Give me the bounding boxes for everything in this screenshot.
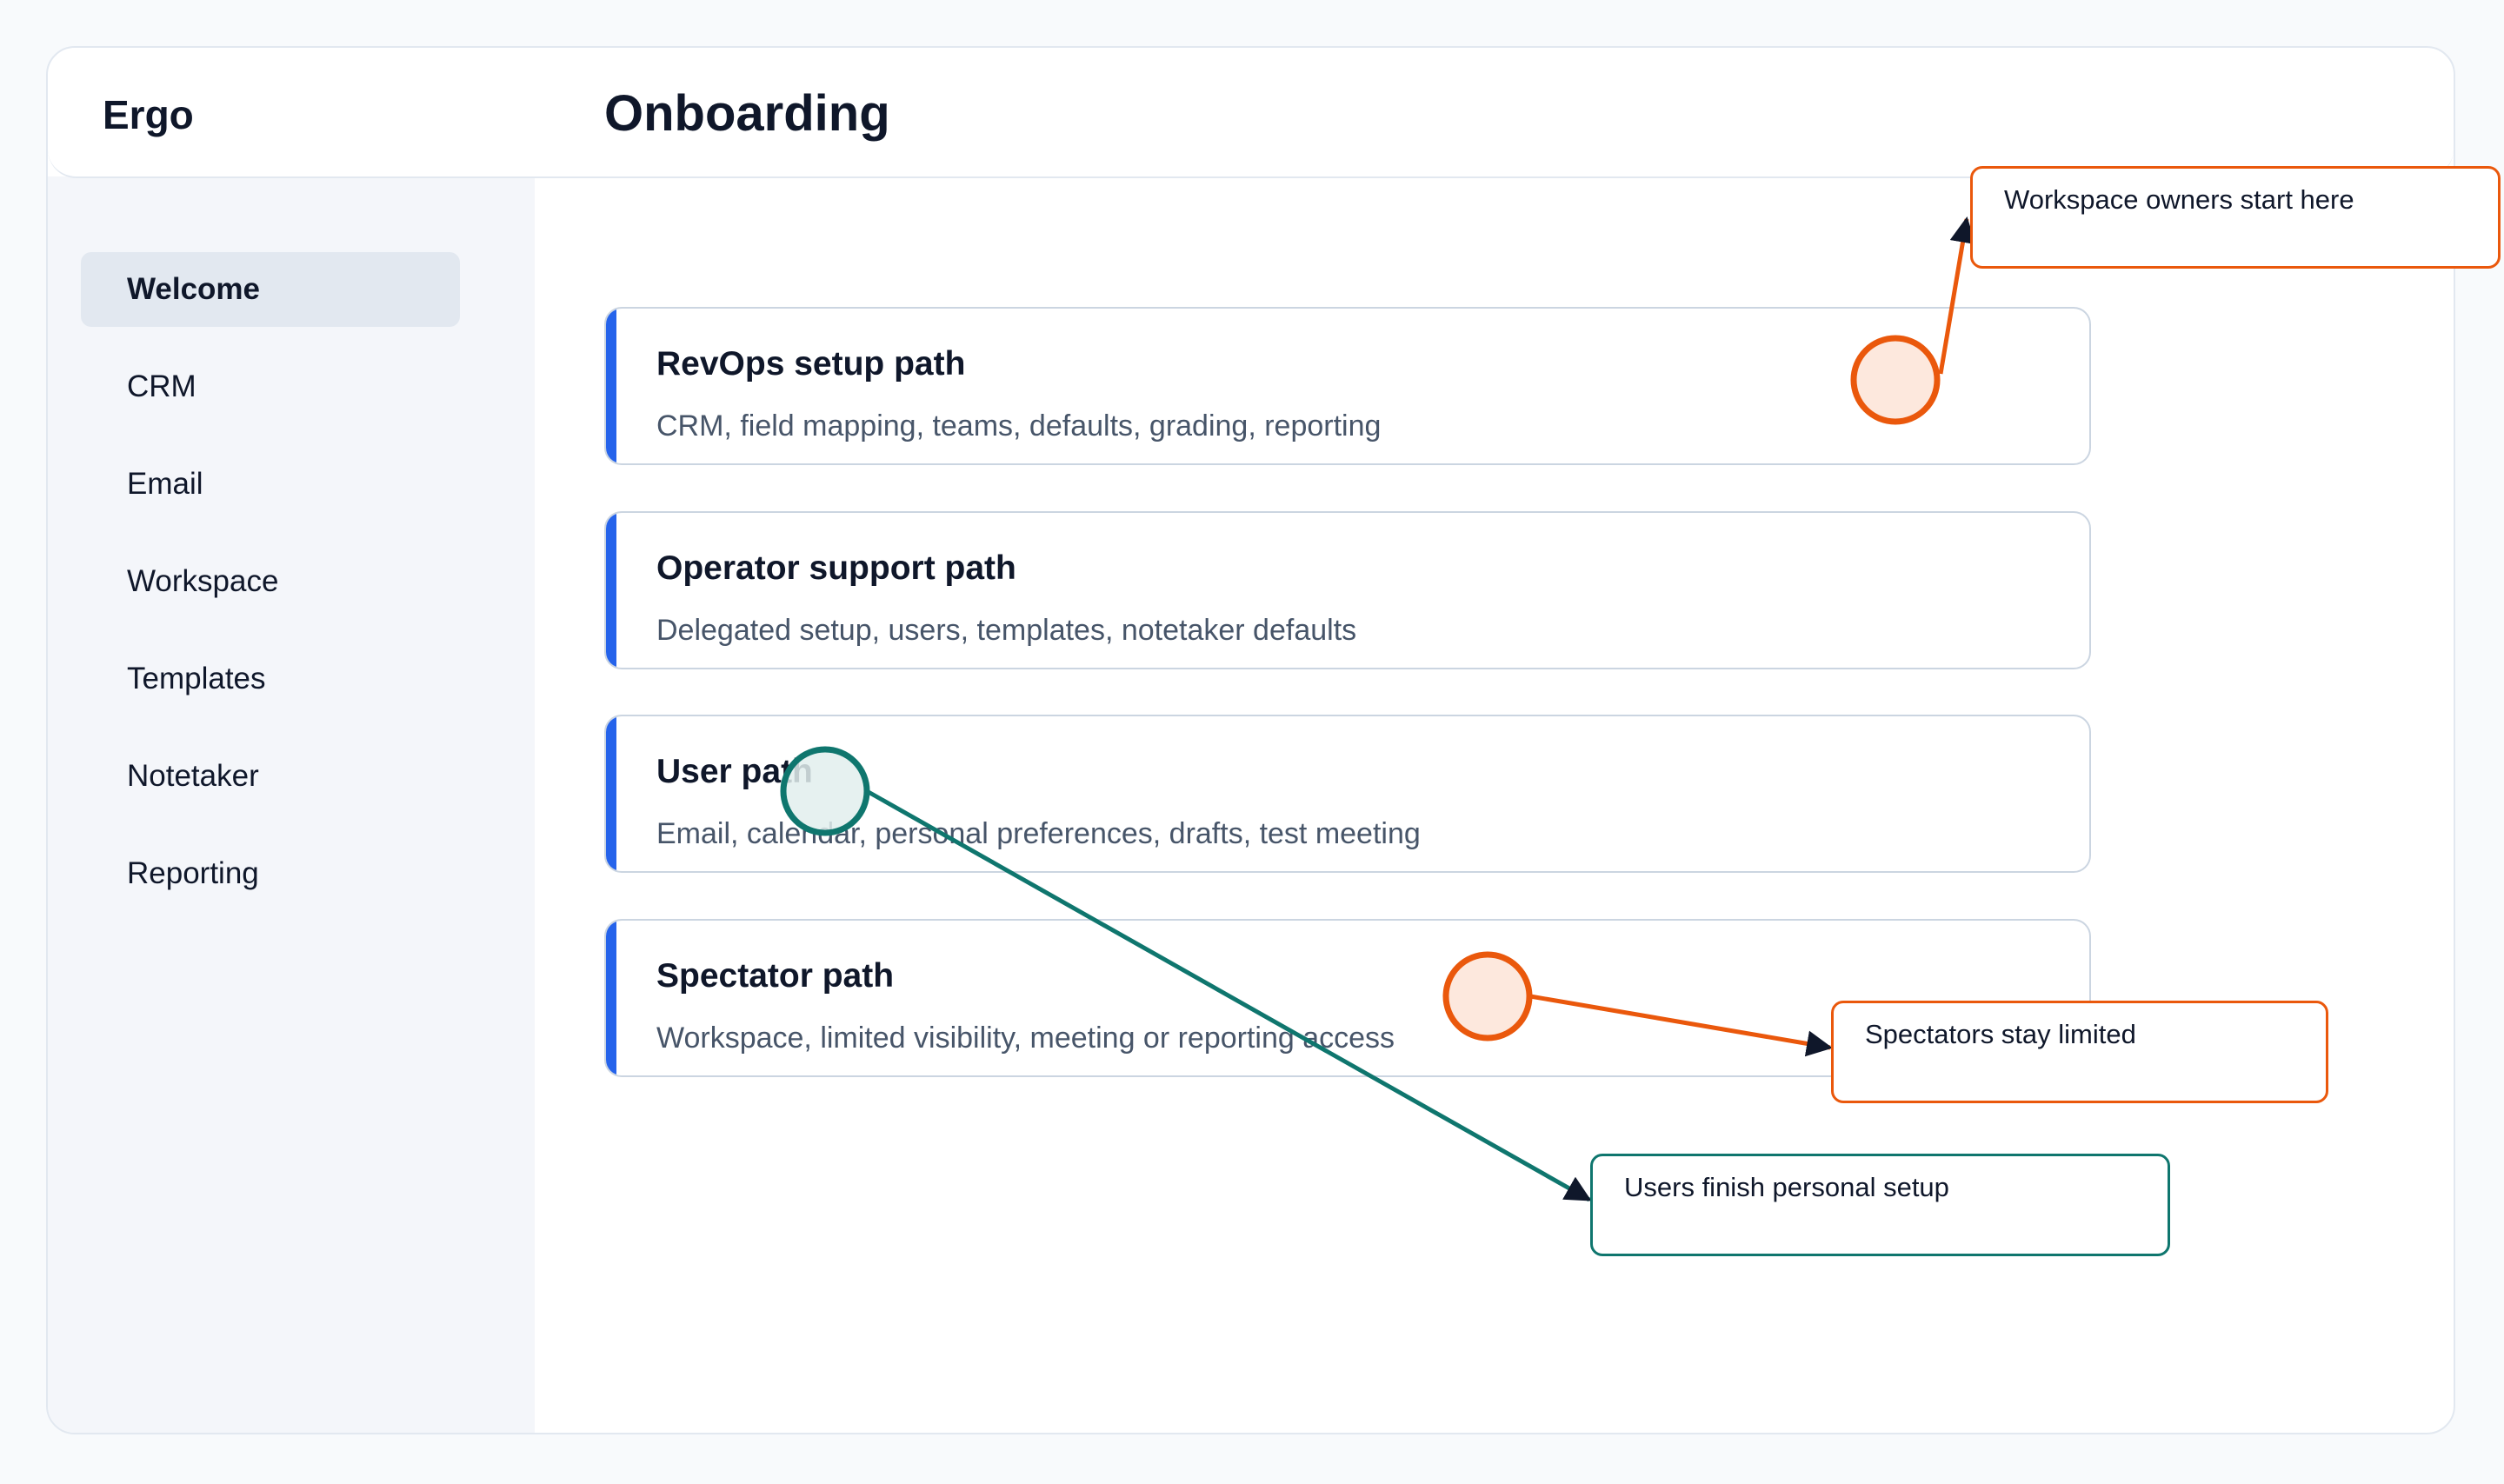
path-card-user[interactable]: User path Email, calendar, personal pref… — [604, 715, 2091, 873]
sidebar-item-workspace[interactable]: Workspace — [127, 564, 279, 598]
path-card-title: Operator support path — [656, 549, 1016, 587]
callout-workspace-owners: Workspace owners start here — [1970, 166, 2501, 269]
sidebar-item-crm[interactable]: CRM — [127, 369, 196, 403]
path-card-description: CRM, field mapping, teams, defaults, gra… — [656, 409, 1382, 443]
sidebar-item-templates[interactable]: Templates — [127, 662, 266, 695]
path-card-description: Email, calendar, personal preferences, d… — [656, 817, 1421, 850]
path-card-description: Delegated setup, users, templates, notet… — [656, 614, 1357, 647]
callout-users-finish: Users finish personal setup — [1590, 1154, 2170, 1256]
callout-spectators-limited: Spectators stay limited — [1831, 1001, 2328, 1103]
app-window: Ergo Onboarding Welcome CRM Email Worksp… — [46, 46, 2455, 1434]
path-card-title: User path — [656, 753, 813, 790]
top-bar: Ergo Onboarding — [48, 48, 2454, 178]
brand-logo: Ergo — [103, 92, 194, 137]
sidebar-item-notetaker[interactable]: Notetaker — [127, 759, 259, 793]
sidebar-item-reporting[interactable]: Reporting — [127, 856, 259, 890]
path-card-description: Workspace, limited visibility, meeting o… — [656, 1021, 1395, 1055]
path-card-title: RevOps setup path — [656, 345, 966, 383]
path-card-operator[interactable]: Operator support path Delegated setup, u… — [604, 511, 2091, 669]
path-card-revops[interactable]: RevOps setup path CRM, field mapping, te… — [604, 307, 2091, 465]
sidebar-item-welcome[interactable]: Welcome — [81, 252, 460, 327]
sidebar-item-email[interactable]: Email — [127, 467, 203, 501]
page-title: Onboarding — [604, 85, 890, 142]
path-card-title: Spectator path — [656, 957, 895, 995]
sidebar: Welcome CRM Email Workspace Templates No… — [48, 176, 535, 1433]
